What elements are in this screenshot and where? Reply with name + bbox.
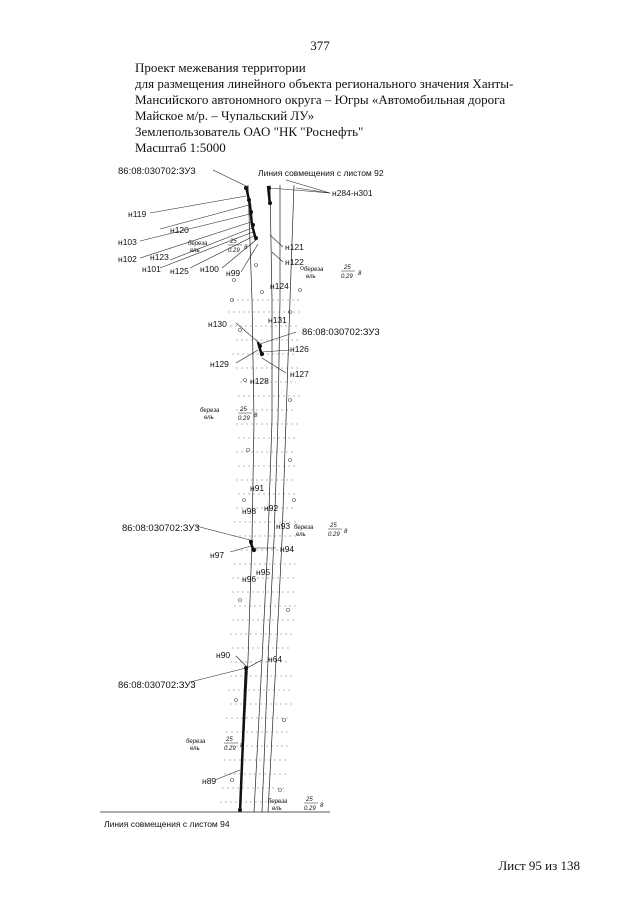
point-label: н97 bbox=[210, 550, 224, 560]
svg-text:8: 8 bbox=[358, 271, 362, 277]
point-label: н121 bbox=[285, 242, 304, 252]
cadastral-label-2: 86:08:030702:ЗУ3 bbox=[302, 327, 380, 338]
svg-text:береза: береза bbox=[294, 525, 314, 531]
point-label: н64 bbox=[268, 654, 282, 664]
point-label: н119 bbox=[128, 209, 147, 219]
svg-text:8: 8 bbox=[344, 529, 348, 535]
point-label: н124 bbox=[270, 281, 289, 291]
sheet-counter: Лист 95 из 138 bbox=[498, 858, 580, 873]
point-label: н89 bbox=[202, 776, 216, 786]
svg-text:ель: ель bbox=[190, 746, 200, 752]
point-label: н129 bbox=[210, 359, 229, 369]
point-label: н284-н301 bbox=[332, 188, 373, 198]
match-line-bottom-label: Линия совмещения с листом 94 bbox=[104, 819, 230, 829]
point-label: н125 bbox=[170, 266, 189, 276]
tree-markers bbox=[230, 263, 304, 792]
point-label: н93 bbox=[276, 521, 290, 531]
title-line-5: Землепользователь ОАО "НК "Роснефть" bbox=[135, 124, 364, 139]
point-label: н92 bbox=[264, 503, 278, 513]
vegetation-note-1: береза ель 25 0.29 8 bbox=[188, 239, 248, 254]
boundary-points bbox=[238, 186, 272, 812]
svg-text:береза: береза bbox=[186, 739, 206, 745]
title-line-2: для размещения линейного объекта региона… bbox=[135, 76, 514, 91]
leader-lines bbox=[139, 169, 331, 781]
title-line-3: Мансийского автономного округа – Югры «А… bbox=[135, 92, 506, 107]
point-label: н128 bbox=[250, 376, 269, 386]
svg-text:ель: ель bbox=[306, 274, 316, 280]
point-label: н126 bbox=[290, 344, 309, 354]
point-label: н94 bbox=[280, 544, 294, 554]
svg-text:ель: ель bbox=[204, 415, 214, 421]
svg-text:0.29: 0.29 bbox=[304, 806, 316, 812]
svg-text:8: 8 bbox=[320, 803, 324, 809]
page-number: 377 bbox=[310, 38, 330, 53]
point-label: н96 bbox=[242, 574, 256, 584]
svg-text:0.29: 0.29 bbox=[228, 248, 240, 254]
vegetation-note-2: береза ель 25 0.29 8 bbox=[304, 265, 362, 280]
svg-text:8: 8 bbox=[254, 413, 258, 419]
vegetation-note-6: береза ель 25 0.29 8 bbox=[268, 797, 324, 812]
svg-text:0.29: 0.29 bbox=[328, 532, 340, 538]
point-label: н101 bbox=[142, 264, 161, 274]
cadastral-label-1: 86:08:030702:ЗУ3 bbox=[118, 166, 196, 177]
point-label: н103 bbox=[118, 237, 137, 247]
point-label: н98 bbox=[242, 506, 256, 516]
svg-text:8: 8 bbox=[244, 245, 248, 251]
point-label: н102 bbox=[118, 254, 137, 264]
title-line-6: Масштаб 1:5000 bbox=[135, 140, 226, 155]
svg-text:25: 25 bbox=[305, 797, 313, 803]
svg-text:0.29: 0.29 bbox=[224, 746, 236, 752]
vegetation-note-4: береза ель 25 0.29 8 bbox=[294, 523, 348, 538]
svg-text:8: 8 bbox=[240, 743, 244, 749]
point-label: н120 bbox=[170, 225, 189, 235]
svg-text:ель: ель bbox=[272, 806, 282, 812]
point-label: н127 bbox=[290, 369, 309, 379]
svg-text:береза: береза bbox=[200, 408, 220, 414]
svg-text:ель: ель bbox=[190, 248, 200, 254]
point-label: н99 bbox=[226, 268, 240, 278]
title-line-4: Майское м/р. – Чупальский ЛУ» bbox=[135, 108, 315, 123]
svg-text:береза: береза bbox=[268, 799, 288, 805]
svg-text:25: 25 bbox=[329, 523, 337, 529]
point-label: н131 bbox=[268, 315, 287, 325]
svg-text:25: 25 bbox=[229, 239, 237, 245]
svg-text:ель: ель bbox=[296, 532, 306, 538]
vegetation-note-5: береза ель 25 0.29 8 bbox=[186, 737, 244, 752]
cadastral-label-4: 86:08:030702:ЗУ3 bbox=[118, 680, 196, 691]
match-line-top-label: Линия совмещения с листом 92 bbox=[258, 168, 384, 178]
svg-text:25: 25 bbox=[225, 737, 233, 743]
title-block: Проект межевания территории для размещен… bbox=[135, 60, 513, 156]
point-label: н95 bbox=[256, 567, 270, 577]
road-lines bbox=[239, 184, 295, 813]
point-label: н90 bbox=[216, 650, 230, 660]
svg-text:береза: береза bbox=[304, 267, 324, 273]
point-label: н130 bbox=[208, 319, 227, 329]
svg-text:25: 25 bbox=[239, 407, 247, 413]
cadastral-label-3: 86:08:030702:ЗУ3 bbox=[122, 523, 200, 534]
point-label: н122 bbox=[285, 257, 304, 267]
point-label: н100 bbox=[200, 264, 219, 274]
svg-text:25: 25 bbox=[343, 265, 351, 271]
svg-text:0.29: 0.29 bbox=[341, 274, 353, 280]
point-label: н123 bbox=[150, 252, 169, 262]
vegetation-note-3: береза ель 25 0.29 8 bbox=[200, 407, 258, 422]
point-label: н91 bbox=[250, 483, 264, 493]
svg-text:береза: береза bbox=[188, 241, 208, 247]
title-line-1: Проект межевания территории bbox=[135, 60, 306, 75]
svg-text:0.29: 0.29 bbox=[238, 416, 250, 422]
